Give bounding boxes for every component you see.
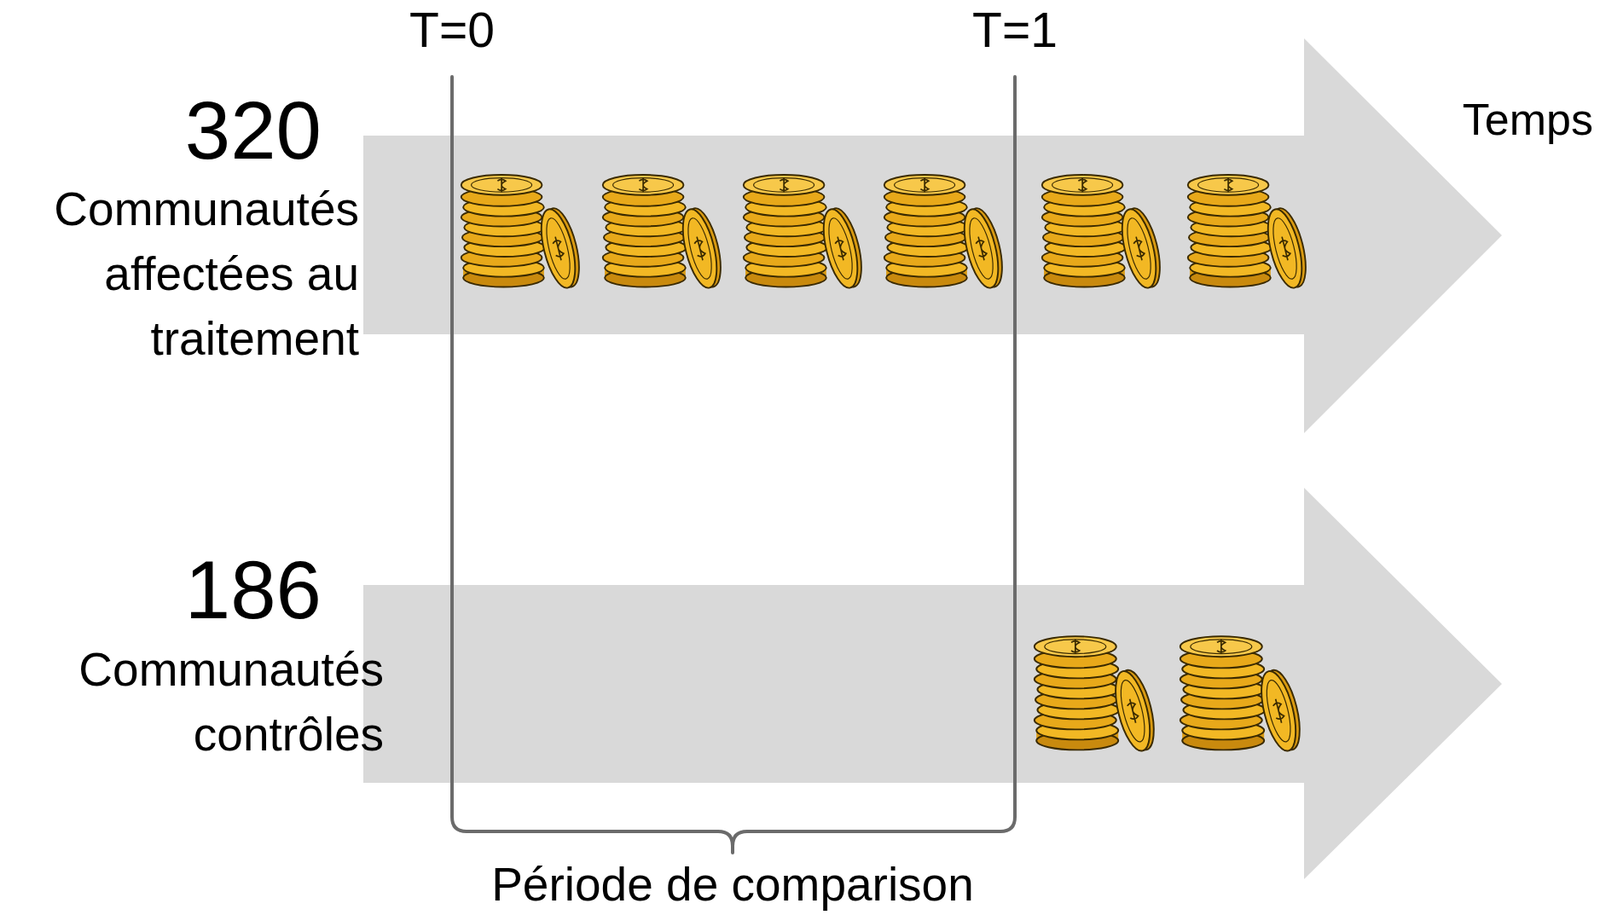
count-number: 320 — [185, 83, 322, 178]
coin-stacks — [461, 174, 1313, 754]
time-marker: T=1 — [972, 2, 1058, 59]
count-number: 186 — [185, 543, 322, 638]
bracket-label: Période de comparison — [491, 857, 974, 912]
comparison-bracket — [452, 76, 1015, 853]
group-label: Communautés contrôles — [8, 637, 384, 768]
group-label: Communautés affectées au traitement — [9, 177, 360, 372]
time-arrow — [363, 38, 1502, 434]
time-marker: T=0 — [409, 2, 495, 59]
time-arrow — [363, 487, 1502, 880]
axis-label: Temps — [1462, 94, 1594, 146]
